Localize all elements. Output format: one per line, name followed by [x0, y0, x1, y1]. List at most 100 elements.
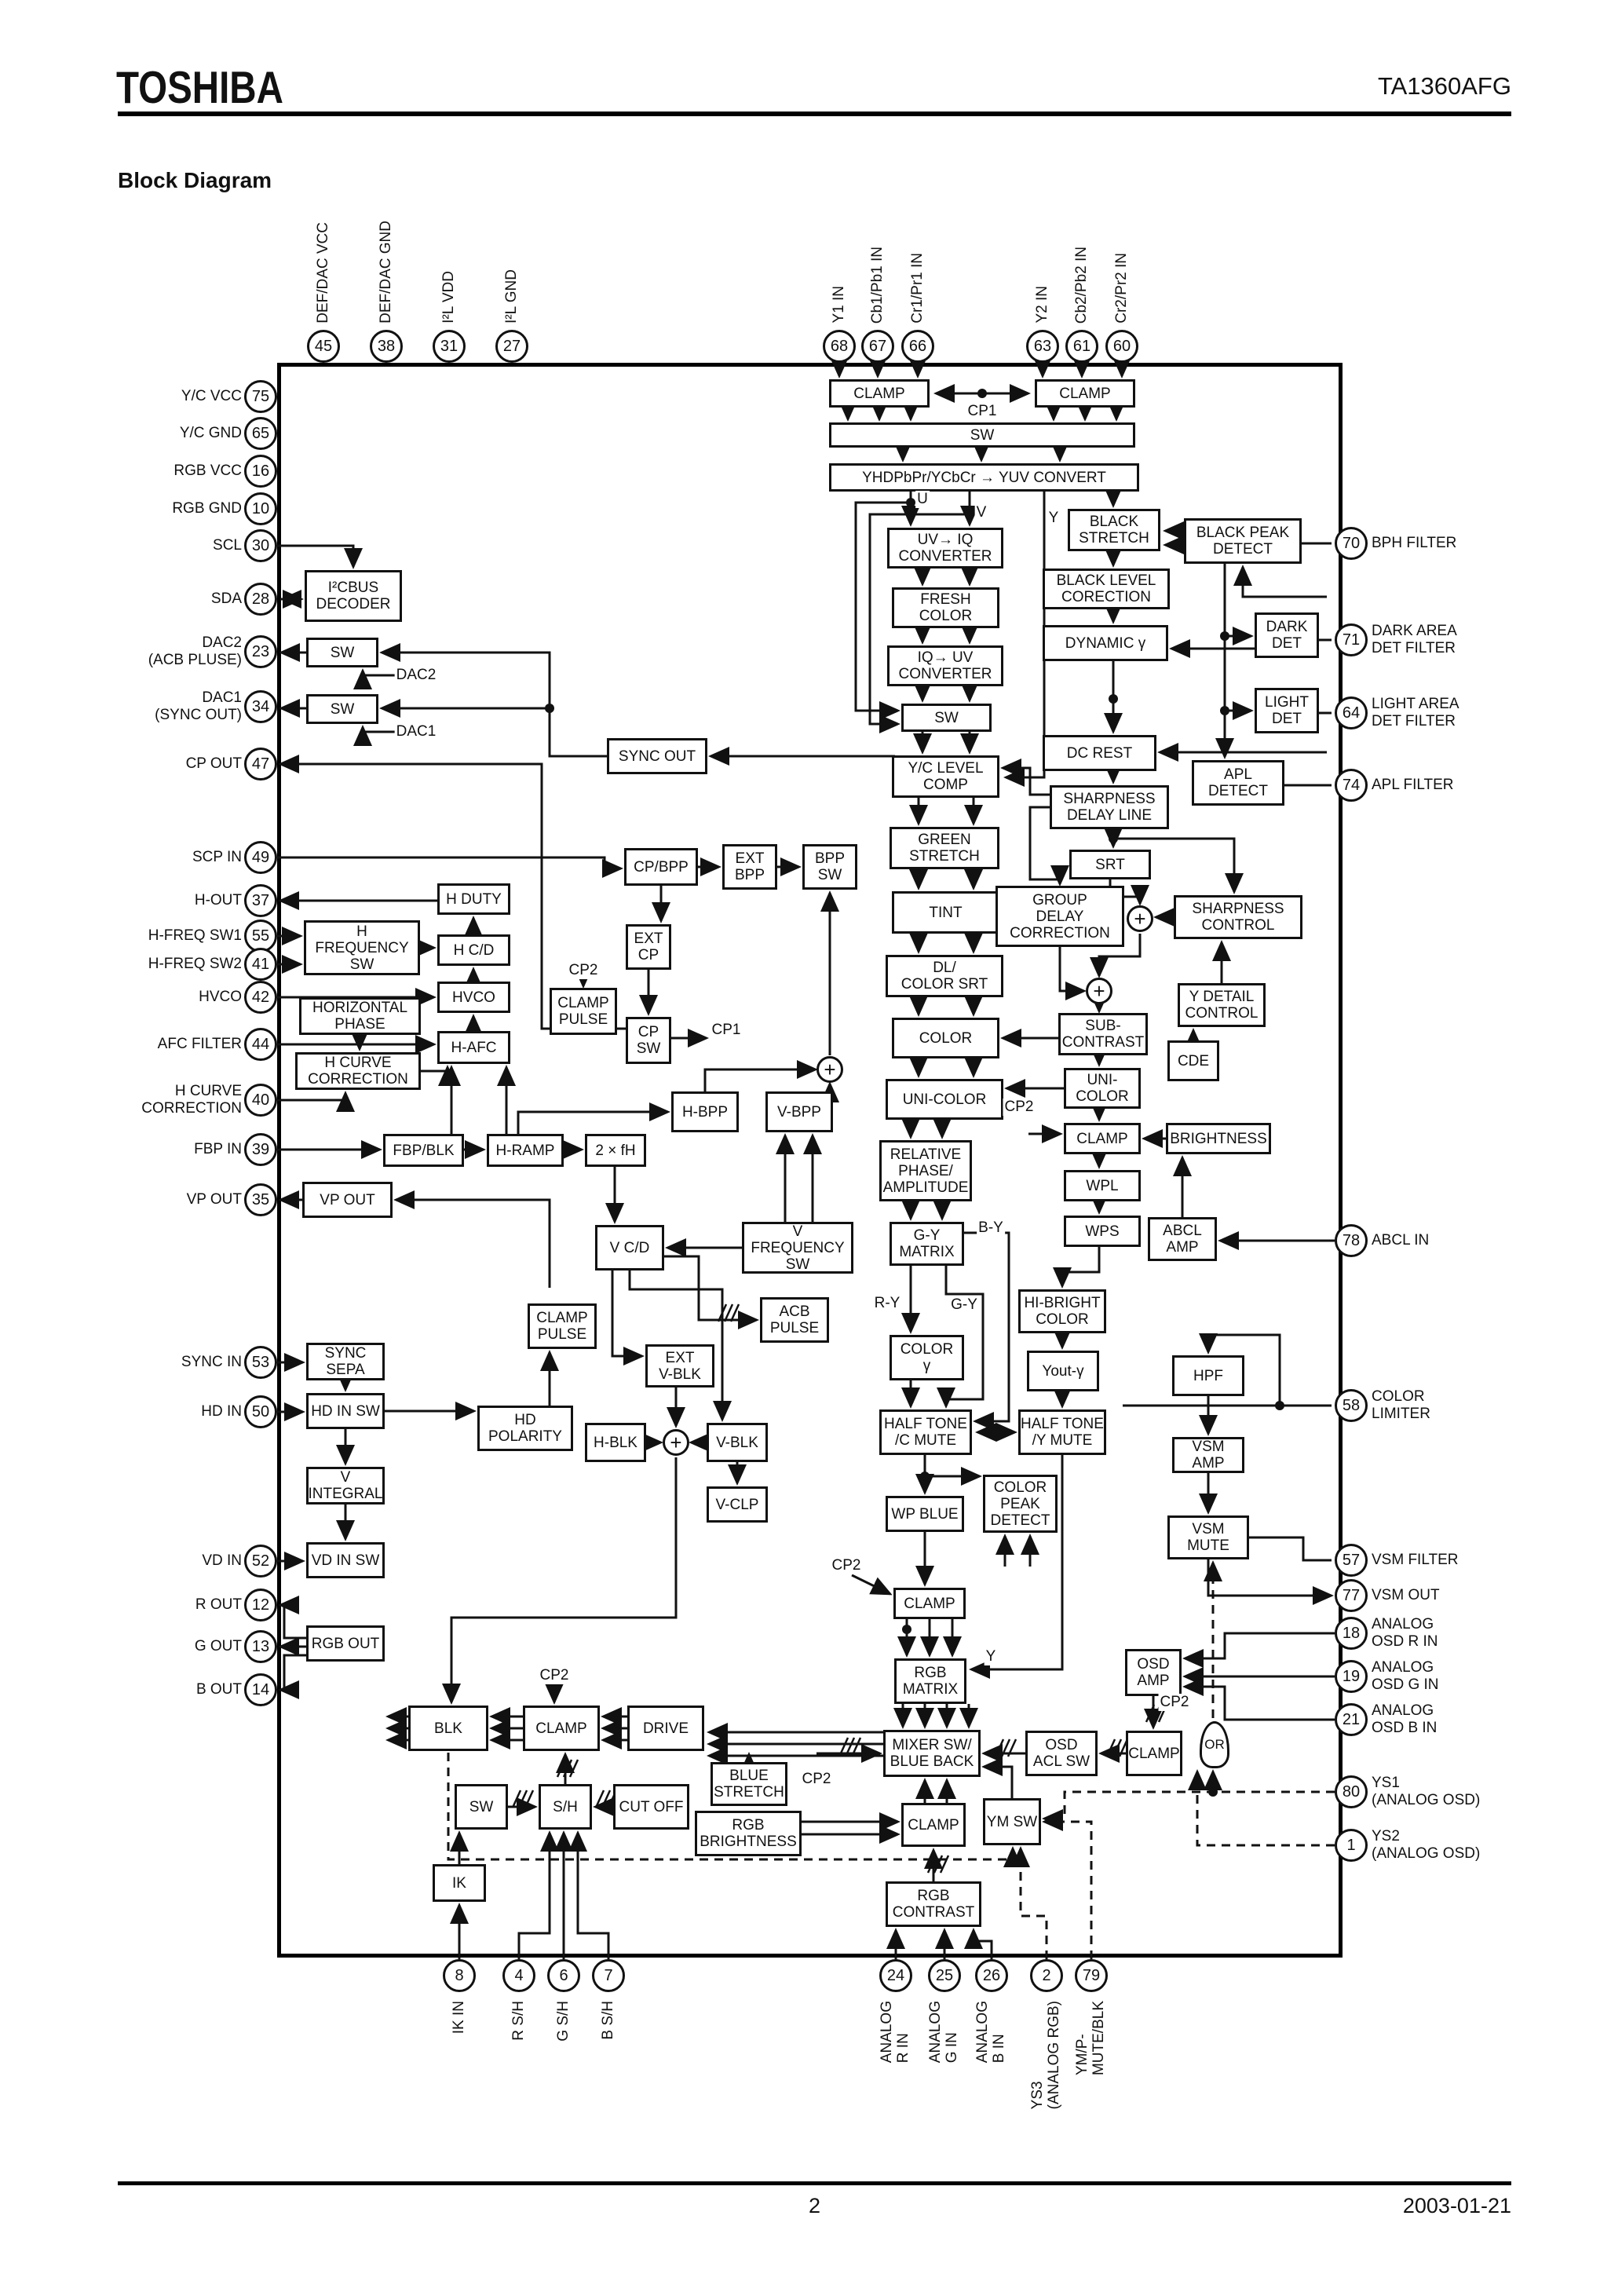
block-ym-sw: YM SW	[983, 1798, 1041, 1845]
pin-16: 16	[244, 455, 277, 488]
pin-80: 80	[1335, 1775, 1368, 1808]
block-v-cd: V C/D	[595, 1225, 664, 1270]
block-clamp-osd: CLAMP	[1126, 1731, 1182, 1776]
pin-55: 55	[244, 919, 277, 952]
chip-outline	[277, 363, 1343, 1958]
signal-label-u: U	[915, 491, 930, 508]
pin-78-label: ABCL IN	[1372, 1232, 1430, 1249]
block-half-tone-c-mute: HALF TONE /C MUTE	[879, 1409, 972, 1455]
pin-19: 19	[1335, 1660, 1368, 1693]
block-vsm-amp: VSM AMP	[1172, 1437, 1244, 1473]
block-h-freq-sw: H FREQUENCY SW	[304, 920, 420, 975]
hatch-mark	[562, 1759, 573, 1778]
pin-50-label: HD IN	[201, 1403, 242, 1420]
pin-25: 25	[928, 1959, 961, 1992]
block-vp-out: VP OUT	[302, 1182, 393, 1218]
wire	[664, 1255, 759, 1329]
block-sw-small: SW	[901, 704, 992, 732]
block-dark-det: DARK DET	[1255, 612, 1319, 658]
or-gate: OR	[1200, 1721, 1229, 1768]
pin-35-label: VP OUT	[186, 1191, 242, 1208]
junction-dot	[965, 510, 974, 519]
hatch-mark	[556, 1759, 567, 1778]
wire	[517, 1102, 670, 1134]
hatch-mark	[1000, 1738, 1011, 1757]
block-yc-level-comp: Y/C LEVEL COMP	[892, 755, 999, 798]
pin-58-label: COLOR LIMITER	[1372, 1388, 1430, 1422]
hatch-mark	[568, 1759, 579, 1778]
pin-71-label: DARK AREA DET FILTER	[1372, 623, 1457, 656]
pin-44: 44	[244, 1028, 277, 1061]
block-acb-pulse: ACB PULSE	[760, 1297, 829, 1343]
wire	[517, 1830, 559, 1959]
pin-10-label: RGB GND	[172, 500, 242, 517]
block-osd-acl-sw: OSD ACL SW	[1025, 1731, 1098, 1776]
pin-57-label: VSM FILTER	[1372, 1552, 1459, 1568]
block-cp-sw: CP SW	[626, 1017, 671, 1064]
pin-12: 12	[244, 1589, 277, 1621]
pin-40-label: H CURVE CORRECTION	[141, 1083, 242, 1117]
pin-63: 63	[1026, 330, 1059, 363]
block-v-freq-sw: V FREQUENCY SW	[742, 1222, 853, 1274]
pin-35: 35	[244, 1183, 277, 1216]
pin-2-label: YS3 (ANALOG RGB)	[1029, 2001, 1062, 2110]
block-uni-color: UNI-COLOR	[886, 1079, 1003, 1120]
block-relative-phase: RELATIVE PHASE/ AMPLITUDE	[879, 1140, 972, 1201]
hatch-mark	[1145, 1704, 1156, 1723]
wire	[628, 1270, 732, 1422]
wire	[1188, 1769, 1335, 1847]
header-rule	[118, 112, 1511, 116]
block-i2cbus: I²CBUS DECODER	[305, 570, 402, 622]
pin-41-label: H-FREQ SW2	[148, 956, 242, 972]
block-cde: CDE	[1167, 1040, 1219, 1081]
wire	[1053, 1247, 1101, 1289]
block-brightness: BRIGHTNESS	[1166, 1123, 1271, 1154]
block-yuv-convert: YHDPbPr/YCbCr → YUV CONVERT	[829, 463, 1139, 492]
wire	[703, 1060, 818, 1091]
junction-dot	[1275, 1401, 1284, 1410]
pin-30-label: SCL	[213, 537, 242, 554]
wire	[1223, 564, 1254, 645]
pin-77-label: VSM OUT	[1372, 1587, 1440, 1603]
block-sw-wide: SW	[829, 422, 1135, 448]
block-v-clp: V-CLP	[707, 1486, 768, 1523]
block-v-bpp: V-BPP	[765, 1091, 833, 1132]
pin-6-label: G S/H	[555, 2001, 572, 2042]
block-clamp-rgb-drive: CLAMP	[523, 1706, 600, 1751]
pin-57: 57	[1335, 1544, 1368, 1577]
pin-13: 13	[244, 1630, 277, 1663]
hatch-mark	[723, 1303, 734, 1322]
junction-dot	[1220, 631, 1229, 641]
wire	[1182, 1632, 1335, 1668]
wire	[981, 1757, 1014, 1798]
pin-27-label: I²L GND	[503, 269, 520, 324]
block-ext-bpp: EXT BPP	[722, 844, 777, 890]
wire	[937, 1266, 985, 1409]
pin-37-label: H-OUT	[194, 892, 242, 909]
junction-dot	[1109, 492, 1118, 501]
block-ext-v-blk: EXT V-BLK	[645, 1344, 714, 1387]
signal-label-cp2: CP2	[800, 1771, 833, 1788]
pin-74-label: APL FILTER	[1372, 777, 1454, 793]
pin-74: 74	[1335, 769, 1368, 802]
signal-label-g-y: G-Y	[949, 1296, 979, 1314]
block-sharpness-delay-line: SHARPNESS DELAY LINE	[1050, 785, 1169, 829]
pin-41: 41	[244, 948, 277, 981]
wire	[442, 1457, 678, 1705]
junction-dot	[1220, 706, 1229, 715]
pin-66-label: Cr1/Pr1 IN	[909, 253, 926, 324]
footer-rule	[118, 2181, 1511, 2185]
block-h-blk: H-BLK	[585, 1423, 646, 1462]
hatch-mark	[729, 1303, 740, 1322]
adder-2: +	[1086, 978, 1112, 1004]
pin-63-label: Y2 IN	[1034, 286, 1050, 324]
pin-18: 18	[1335, 1617, 1368, 1650]
wire	[1042, 1812, 1093, 1959]
pin-31-label: I²L VDD	[440, 271, 457, 324]
pin-61: 61	[1065, 330, 1098, 363]
block-clamp-pulse-2: CLAMP PULSE	[528, 1303, 597, 1349]
block-clamp-y: CLAMP	[1064, 1123, 1141, 1154]
signal-label-cp2: CP2	[567, 962, 600, 979]
wire	[611, 1270, 645, 1366]
block-wpl: WPL	[1064, 1170, 1141, 1201]
